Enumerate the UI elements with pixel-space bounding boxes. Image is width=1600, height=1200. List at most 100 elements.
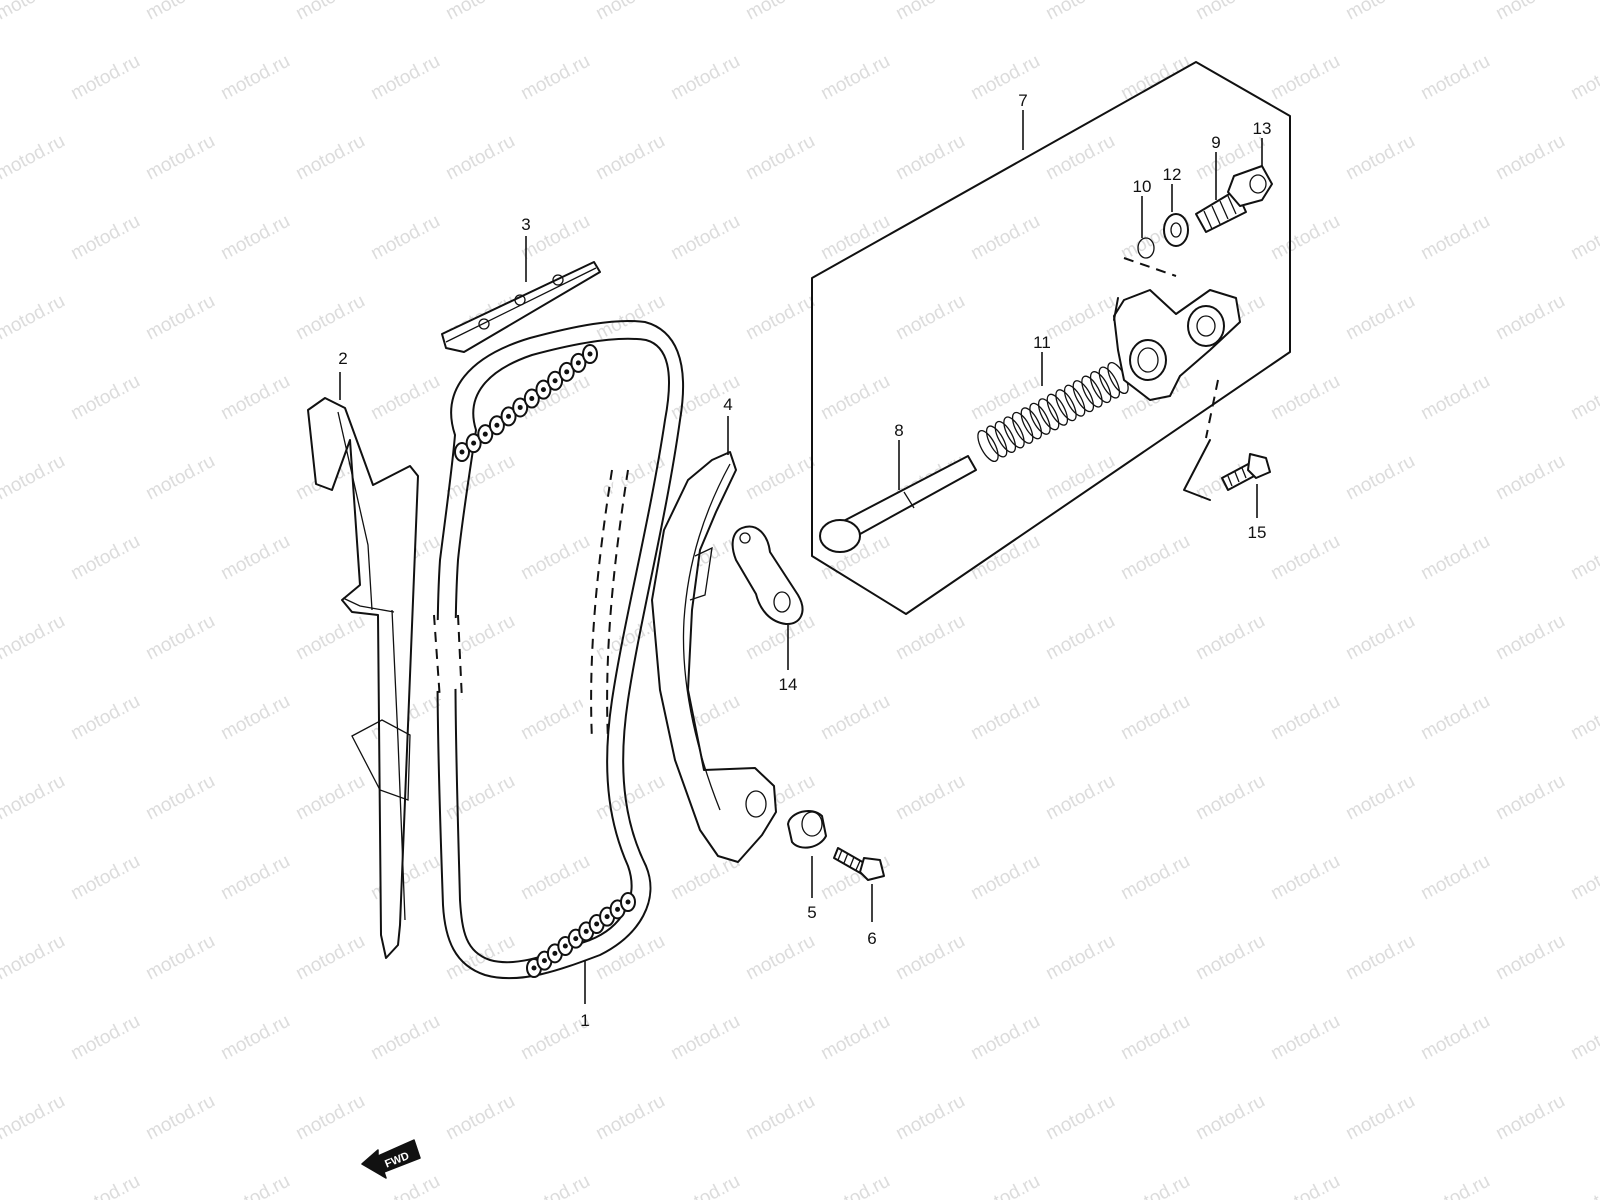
spring-coil bbox=[994, 420, 1017, 453]
watermark-text: motod.ru bbox=[217, 691, 293, 745]
watermark-text: motod.ru bbox=[1567, 1011, 1600, 1065]
watermark-text: motod.ru bbox=[1192, 0, 1268, 24]
watermark-text: motod.ru bbox=[367, 851, 443, 905]
watermark-text: motod.ru bbox=[592, 931, 668, 985]
callout-3: 3 bbox=[521, 215, 530, 234]
spring-coil bbox=[1089, 371, 1112, 404]
watermark-text: motod.ru bbox=[1267, 371, 1343, 425]
watermark-text: motod.ru bbox=[1192, 1091, 1268, 1145]
watermark-text: motod.ru bbox=[217, 531, 293, 585]
chain-pin bbox=[587, 351, 593, 357]
watermark-text: motod.ru bbox=[1117, 531, 1193, 585]
chain-pin bbox=[573, 936, 579, 942]
watermark-text: motod.ru bbox=[742, 131, 818, 185]
watermark-text: motod.ru bbox=[292, 771, 368, 825]
chain-pin bbox=[517, 404, 523, 410]
watermark-text: motod.ru bbox=[0, 931, 69, 985]
watermark-text: motod.ru bbox=[667, 211, 743, 265]
watermark-text: motod.ru bbox=[217, 851, 293, 905]
cap-bolt-part-13 bbox=[1227, 165, 1273, 207]
spring-coil bbox=[1081, 375, 1103, 408]
watermark-text: motod.ru bbox=[292, 1091, 368, 1145]
callout-5: 5 bbox=[807, 903, 816, 922]
callout-12: 12 bbox=[1163, 165, 1182, 184]
watermark-text: motod.ru bbox=[817, 1171, 893, 1200]
chain-pin bbox=[459, 449, 465, 455]
watermark-text: motod.ru bbox=[1417, 1011, 1493, 1065]
watermark-text: motod.ru bbox=[517, 851, 593, 905]
watermark-text: motod.ru bbox=[1342, 0, 1418, 24]
watermark-text: motod.ru bbox=[1042, 0, 1118, 24]
watermark-text: motod.ru bbox=[967, 691, 1043, 745]
watermark-text: motod.ru bbox=[0, 451, 69, 505]
watermark-text: motod.ru bbox=[1192, 931, 1268, 985]
watermark-text: motod.ru bbox=[1342, 291, 1418, 345]
chain-pin bbox=[594, 921, 600, 927]
chain-pin bbox=[471, 440, 477, 446]
watermark-text: motod.ru bbox=[892, 131, 968, 185]
spring-coil bbox=[985, 425, 1008, 458]
watermark-text: motod.ru bbox=[1267, 531, 1343, 585]
chain-pin bbox=[531, 965, 537, 971]
watermark-text: motod.ru bbox=[1042, 131, 1118, 185]
watermark-text: motod.ru bbox=[592, 131, 668, 185]
watermark-text: motod.ru bbox=[1567, 691, 1600, 745]
watermark-text: motod.ru bbox=[142, 0, 218, 24]
chain-pin bbox=[506, 413, 512, 419]
watermark-text: motod.ru bbox=[742, 451, 818, 505]
watermark-text: motod.ru bbox=[1417, 211, 1493, 265]
gasket-part-14 bbox=[731, 525, 804, 626]
spring-coil bbox=[1055, 389, 1077, 422]
spring-coil bbox=[1098, 366, 1121, 399]
chain-pin bbox=[494, 422, 500, 428]
chain-pin bbox=[540, 387, 546, 393]
watermark-text: motod.ru bbox=[892, 0, 968, 24]
callout-labels: 1 2 3 4 5 6 7 8 9 10 11 12 13 14 15 bbox=[338, 91, 1271, 1030]
o-ring-part-10 bbox=[1137, 237, 1155, 259]
watermark-text: motod.ru bbox=[442, 0, 518, 24]
watermark-text: motod.ru bbox=[442, 1091, 518, 1145]
watermark-text: motod.ru bbox=[817, 691, 893, 745]
callout-7: 7 bbox=[1018, 91, 1027, 110]
tensioner-arm-part-4 bbox=[651, 451, 777, 863]
watermark-text: motod.ru bbox=[1567, 371, 1600, 425]
watermark-text: motod.ru bbox=[367, 51, 443, 105]
screw-part-9 bbox=[1195, 189, 1247, 233]
watermark-text: motod.ru bbox=[142, 131, 218, 185]
spring-coil bbox=[1029, 402, 1051, 435]
watermark-text: motod.ru bbox=[1492, 291, 1568, 345]
watermark-text: motod.ru bbox=[1567, 1171, 1600, 1200]
watermark-text: motod.ru bbox=[1342, 131, 1418, 185]
bolt-part-6 bbox=[833, 847, 885, 881]
watermark-text: motod.ru bbox=[367, 371, 443, 425]
watermark-text: motod.ru bbox=[1042, 611, 1118, 665]
callout-13: 13 bbox=[1253, 119, 1272, 138]
push-rod-part-8 bbox=[819, 455, 977, 553]
watermark-text: motod.ru bbox=[817, 51, 893, 105]
watermark-text: motod.ru bbox=[742, 291, 818, 345]
watermark-text: motod.ru bbox=[292, 611, 368, 665]
watermark-text: motod.ru bbox=[292, 931, 368, 985]
spring-coil bbox=[1072, 380, 1095, 413]
watermark-text: motod.ru bbox=[292, 0, 368, 24]
watermark-text: motod.ru bbox=[967, 51, 1043, 105]
watermark-text: motod.ru bbox=[517, 531, 593, 585]
watermark-text: motod.ru bbox=[1492, 931, 1568, 985]
watermark-text: motod.ru bbox=[1267, 1171, 1343, 1200]
watermark-text: motod.ru bbox=[1492, 131, 1568, 185]
spring-coil bbox=[977, 429, 999, 463]
tensioner-body bbox=[1113, 257, 1241, 501]
washer-part-12 bbox=[1163, 213, 1189, 247]
callout-6: 6 bbox=[867, 929, 876, 948]
watermark-text: motod.ru bbox=[67, 851, 143, 905]
watermark-text: motod.ru bbox=[1492, 1091, 1568, 1145]
watermark-text: motod.ru bbox=[517, 1171, 593, 1200]
spring-coil bbox=[1037, 398, 1060, 431]
watermark-text: motod.ru bbox=[0, 1091, 69, 1145]
watermark-text: motod.ru bbox=[592, 451, 668, 505]
watermark-text: motod.ru bbox=[217, 211, 293, 265]
watermark-text: motod.ru bbox=[1417, 691, 1493, 745]
leader-lines bbox=[339, 110, 1263, 1004]
watermark-text: motod.ru bbox=[292, 131, 368, 185]
